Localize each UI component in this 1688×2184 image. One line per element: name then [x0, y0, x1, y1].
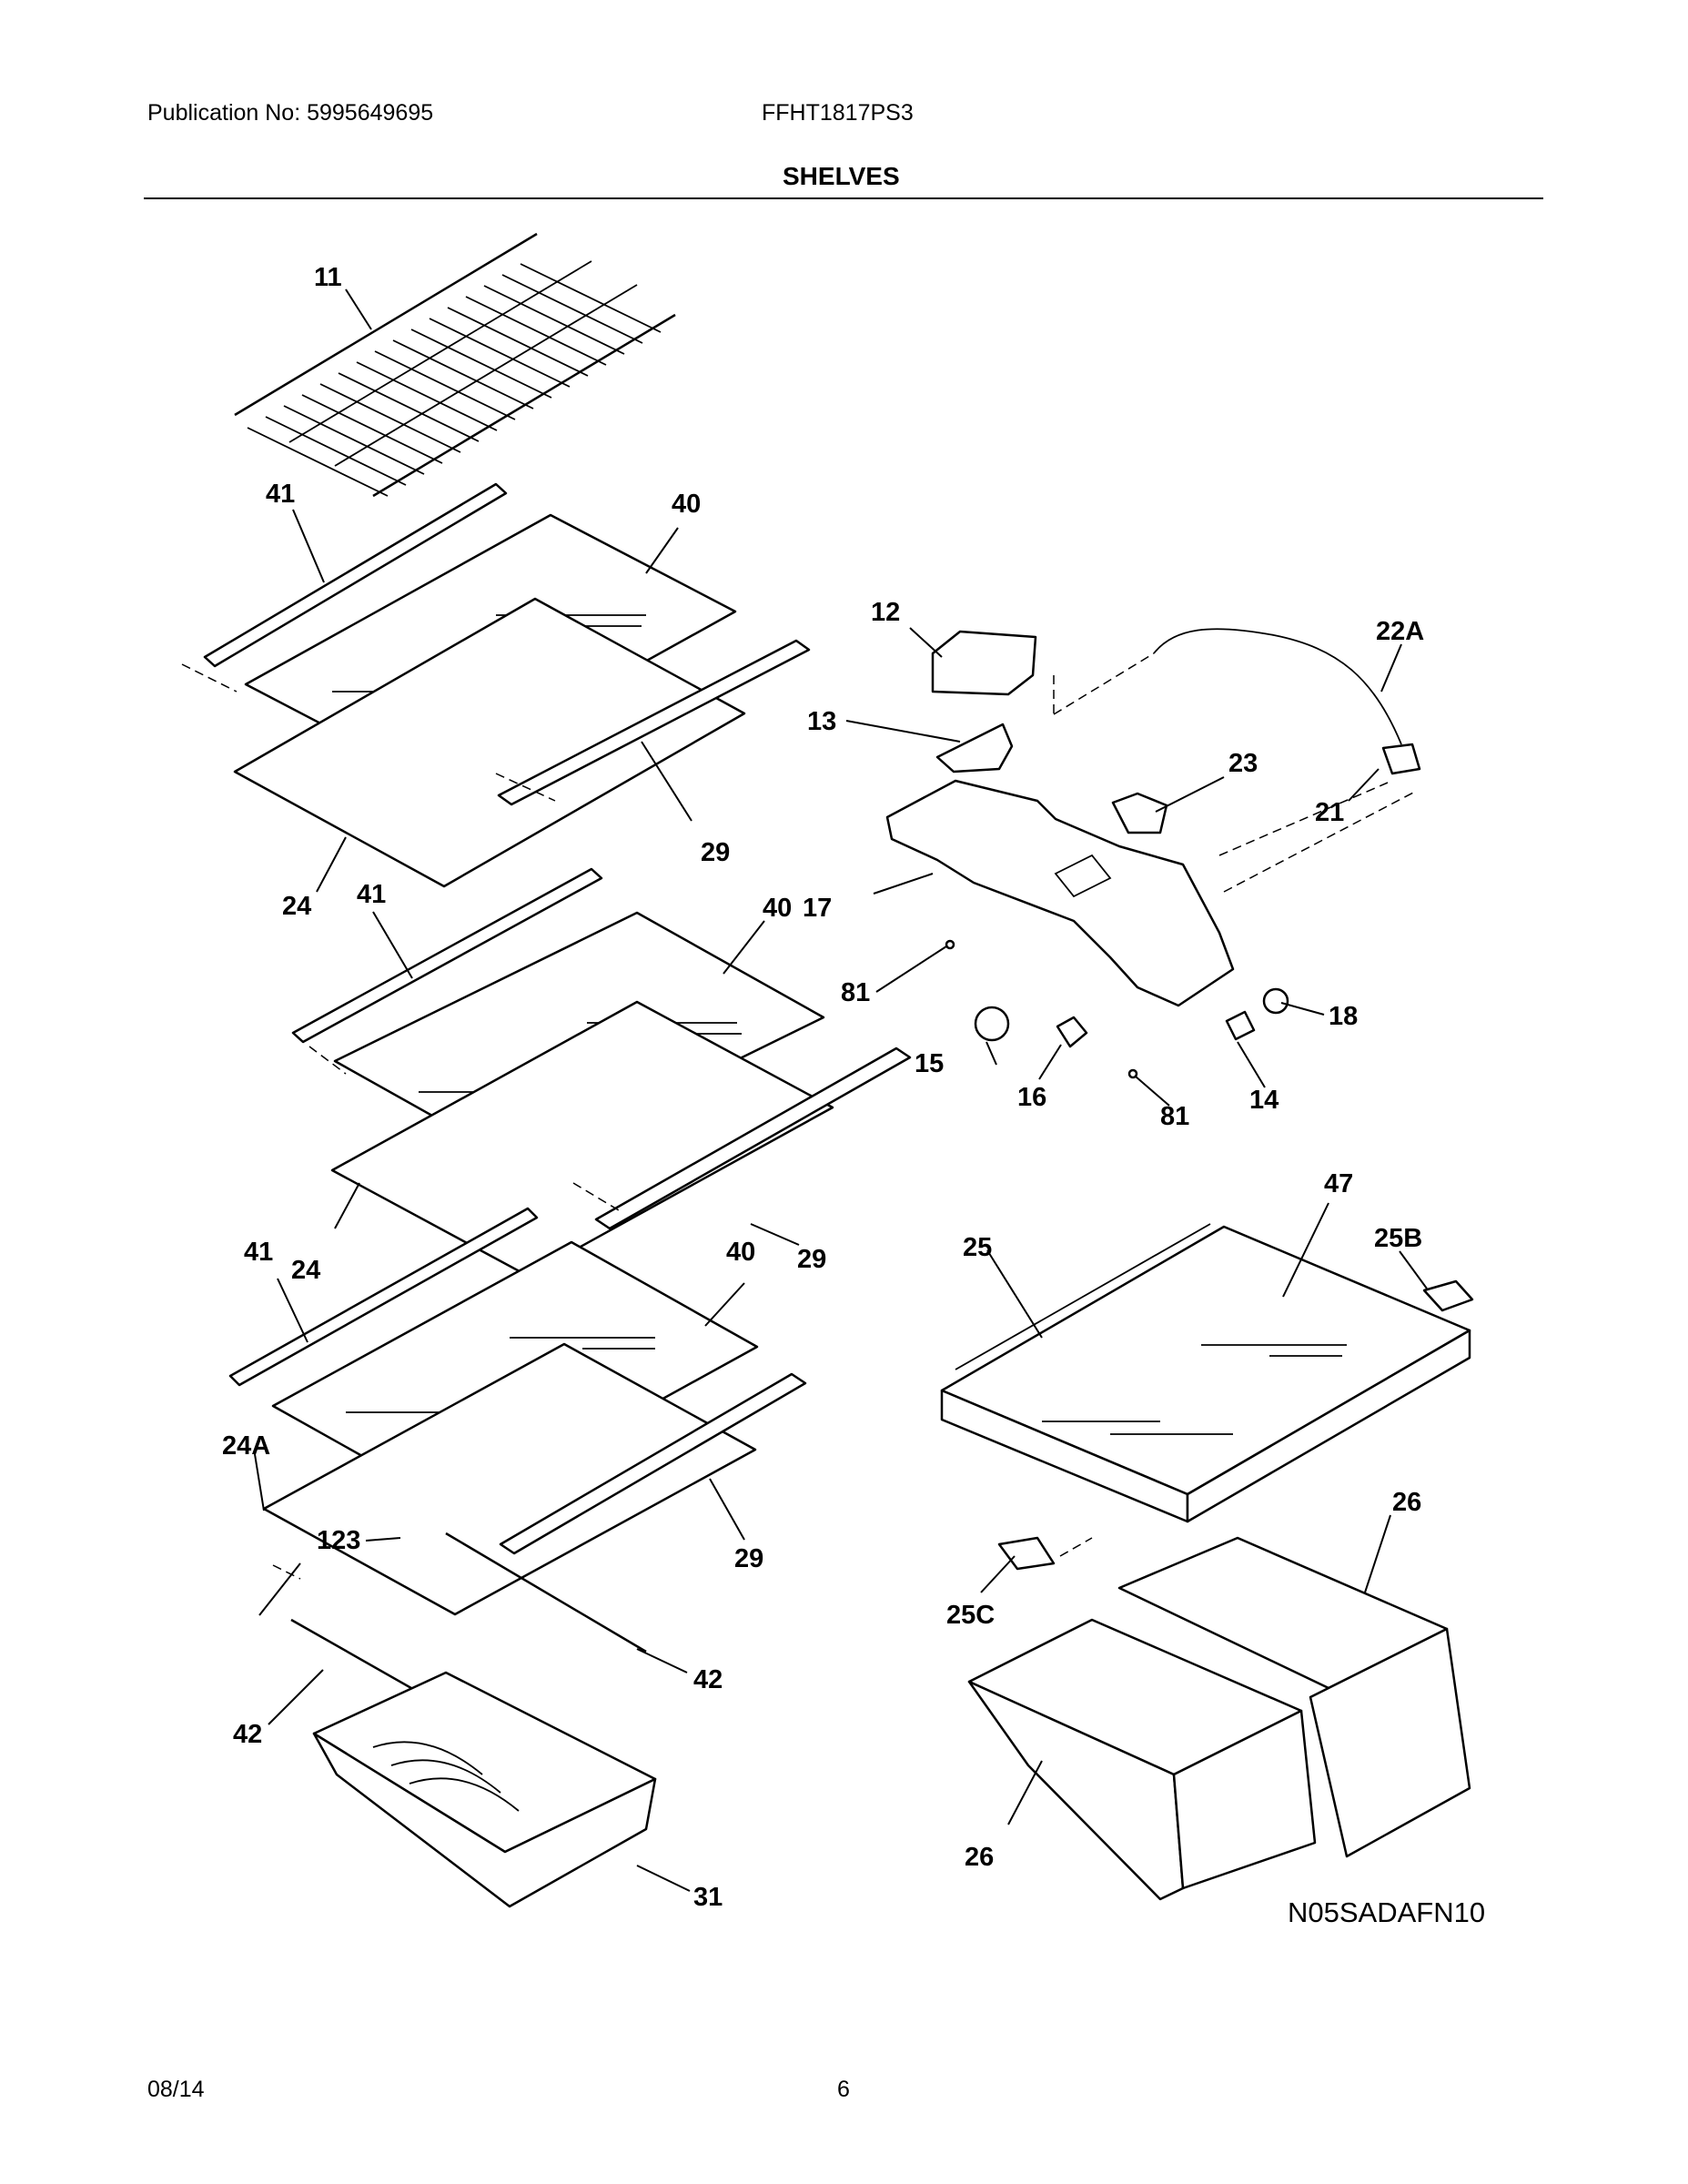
callout-29: 29 — [797, 1245, 826, 1274]
callout-47: 47 — [1324, 1169, 1353, 1198]
lever-part-25B — [1422, 1279, 1474, 1312]
shelf-frame-part-24 — [233, 597, 746, 888]
callout-41: 41 — [357, 880, 386, 909]
wire-shelf-part-11 — [234, 232, 676, 498]
callout-123: 123 — [317, 1526, 360, 1555]
light-housing-assembly — [885, 628, 1421, 1079]
light-bulb-part-15 — [974, 1006, 1010, 1042]
slide-rail-part-42 — [445, 1532, 647, 1653]
crisper-cover-part-47 — [940, 1223, 1474, 1571]
callout-24: 24 — [282, 892, 311, 921]
damper-part-23 — [1111, 792, 1168, 834]
callout-24: 24 — [291, 1256, 320, 1285]
socket-part-16 — [1056, 1016, 1088, 1048]
callout-31: 31 — [693, 1883, 723, 1912]
publication-number: Publication No: 5995649695 — [147, 100, 434, 126]
callout-42: 42 — [693, 1665, 723, 1694]
callout-41: 41 — [266, 480, 295, 509]
crisper-drawer-part-26-front — [967, 1618, 1317, 1901]
footer-date: 08/14 — [147, 2077, 205, 2102]
callout-81: 81 — [1160, 1102, 1189, 1131]
callout-11: 11 — [314, 263, 342, 292]
callout-81: 81 — [841, 978, 870, 1007]
shelf-trim-part-41 — [291, 867, 603, 1044]
callout-40: 40 — [672, 490, 701, 519]
callout-16: 16 — [1017, 1083, 1046, 1112]
callout-22A: 22A — [1376, 617, 1424, 646]
callout-17: 17 — [803, 894, 832, 923]
knob-part-18 — [1262, 987, 1289, 1015]
callout-25B: 25B — [1374, 1224, 1422, 1253]
callout-40: 40 — [726, 1238, 755, 1267]
callout-21: 21 — [1315, 798, 1344, 827]
shelf-frame-part-24 — [330, 1000, 834, 1278]
crisper-drawer-part-26-rear — [1117, 1536, 1471, 1858]
shelf-rail-part-29 — [499, 1372, 807, 1555]
shroud-part-12 — [931, 630, 1037, 696]
header-divider — [144, 197, 1543, 199]
shelf-frame-part-24A — [262, 1342, 757, 1616]
callout-29: 29 — [701, 838, 730, 867]
callout-40: 40 — [763, 894, 792, 923]
light-housing-part-17 — [885, 779, 1235, 1007]
screw-part-81-a — [945, 939, 955, 950]
callout-29: 29 — [734, 1544, 763, 1573]
shelf-assembly-1 — [181, 482, 811, 888]
callout-23: 23 — [1228, 749, 1258, 778]
switch-part-14 — [1225, 1010, 1256, 1041]
callout-42: 42 — [233, 1720, 262, 1749]
capillary-part-22A — [1153, 628, 1402, 745]
shelf-rail-part-29 — [594, 1046, 912, 1230]
shield-part-13 — [935, 723, 1014, 774]
crisper-drawer-part-31 — [290, 1618, 657, 1908]
callout-26: 26 — [1392, 1488, 1421, 1517]
screw-part-81-b — [1127, 1068, 1138, 1079]
callout-12: 12 — [871, 598, 900, 627]
callout-24A: 24A — [222, 1431, 270, 1461]
shelf-assembly-2 — [291, 867, 912, 1278]
section-title: SHELVES — [783, 162, 900, 190]
diagram-code: N05SADAFN10 — [1288, 1896, 1485, 1928]
callout-25C: 25C — [946, 1601, 995, 1630]
shelf-trim-part-41 — [203, 482, 508, 668]
page-number: 6 — [837, 2077, 850, 2102]
callout-41: 41 — [244, 1238, 273, 1267]
callout-15: 15 — [915, 1049, 944, 1078]
callout-18: 18 — [1329, 1002, 1358, 1031]
model-number: FFHT1817PS3 — [762, 100, 914, 126]
shelf-rail-part-29 — [497, 639, 811, 806]
callout-labels: 11 41 40 12 22A 13 23 21 29 24 41 40 17 … — [222, 263, 1485, 1928]
thermostat-part-21 — [1381, 743, 1421, 775]
callout-26: 26 — [965, 1843, 994, 1872]
callout-14: 14 — [1249, 1086, 1279, 1115]
callout-13: 13 — [807, 707, 836, 736]
callout-25: 25 — [963, 1233, 992, 1262]
leader-lines — [254, 288, 1428, 1892]
